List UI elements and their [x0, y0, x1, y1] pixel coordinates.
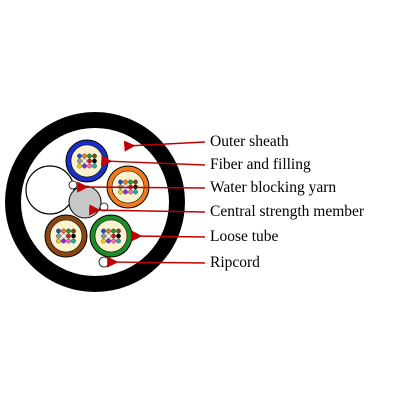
optical-fiber	[118, 189, 123, 195]
optical-fiber	[128, 189, 133, 195]
optical-fiber	[118, 179, 123, 185]
optical-fiber	[71, 238, 76, 244]
optical-fiber	[101, 238, 106, 244]
optical-fiber	[66, 228, 71, 234]
optical-fiber	[77, 163, 82, 169]
arrow-outer-sheath	[123, 140, 206, 152]
optical-fiber	[56, 233, 61, 239]
optical-fiber	[61, 228, 66, 234]
loose-tube-green-filling	[94, 219, 128, 253]
loose-tube-brown-filling	[49, 219, 83, 253]
arrow-fiber-and-filling	[100, 155, 206, 167]
label-central-strength-member: Central strength member	[210, 203, 365, 220]
arrow-central-strength-member	[89, 204, 206, 216]
optical-fiber	[87, 158, 92, 164]
optical-fiber	[66, 233, 71, 239]
optical-fiber	[87, 163, 92, 169]
optical-fiber	[111, 228, 116, 234]
loose-tube-blue-filling	[70, 144, 104, 178]
optical-fiber	[82, 153, 87, 159]
optical-fiber	[123, 189, 128, 195]
optical-fiber	[106, 233, 111, 239]
optical-fiber	[116, 228, 121, 234]
label-loose-tube: Loose tube	[210, 228, 279, 245]
optical-fiber	[61, 233, 66, 239]
optical-fiber	[92, 158, 97, 164]
label-ripcord: Ripcord	[210, 254, 260, 271]
optical-fiber	[56, 238, 61, 244]
optical-fiber	[71, 228, 76, 234]
filler-rod	[25, 165, 75, 215]
optical-fiber	[66, 238, 71, 244]
label-water-blocking-yarn: Water blocking yarn	[210, 179, 337, 196]
optical-fiber	[82, 163, 87, 169]
optical-fiber	[77, 158, 82, 164]
optical-fiber	[61, 238, 66, 244]
optical-fiber	[56, 228, 61, 234]
arrow-water-blocking-yarn	[77, 181, 206, 193]
optical-fiber	[101, 233, 106, 239]
arrow-loose-tube	[131, 230, 206, 242]
label-outer-sheath: Outer sheath	[210, 133, 289, 150]
optical-fiber	[77, 153, 82, 159]
optical-fiber	[71, 233, 76, 239]
optical-fiber	[133, 179, 138, 185]
arrow-ripcord	[107, 256, 206, 268]
optical-fiber	[106, 228, 111, 234]
label-fiber-and-filling: Fiber and filling	[210, 156, 311, 173]
optical-fiber	[116, 238, 121, 244]
optical-fiber	[92, 153, 97, 159]
optical-fiber	[111, 233, 116, 239]
central-strength-member	[68, 185, 102, 219]
water-blocking-yarn	[68, 180, 78, 190]
optical-fiber	[101, 228, 106, 234]
optical-fiber	[123, 179, 128, 185]
optical-fiber	[116, 233, 121, 239]
optical-fiber	[87, 153, 92, 159]
optical-fiber	[106, 238, 111, 244]
optical-fiber	[92, 163, 97, 169]
optical-fiber	[111, 238, 116, 244]
optical-fiber	[82, 158, 87, 164]
optical-fiber	[128, 179, 133, 185]
optical-fiber	[133, 189, 138, 195]
ripcord	[98, 256, 110, 268]
